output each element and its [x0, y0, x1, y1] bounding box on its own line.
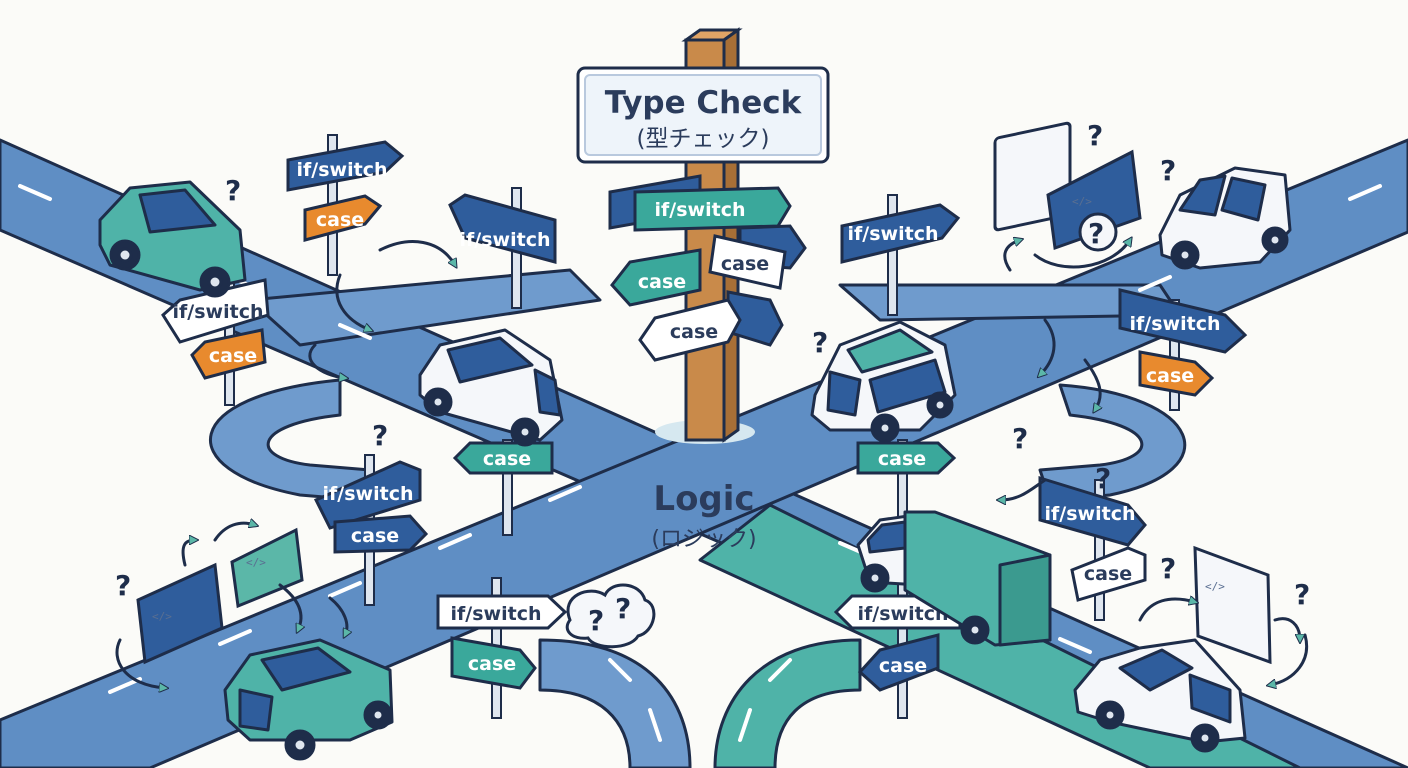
car-bottom-right	[1073, 638, 1247, 753]
signpost-center-right-case: case	[856, 439, 957, 536]
type-check-title: Type Check	[605, 85, 803, 121]
signpost-upper-center-left: if/switch	[448, 187, 557, 309]
question-mark-3: ?	[1160, 154, 1176, 187]
main-if-switch-sign	[633, 186, 792, 232]
ll-case-label: case	[351, 525, 399, 547]
cr-case-label: case	[878, 448, 926, 470]
car-center-left	[418, 328, 564, 447]
question-mark-6: ?	[1012, 422, 1028, 455]
flow-arrows	[115, 240, 1308, 688]
question-mark-1: ?	[225, 174, 241, 207]
signpost-lower-right: if/switch case	[1038, 475, 1147, 621]
ucl-if-switch-label: if/switch	[460, 229, 551, 251]
code-glyph-br: </>	[1205, 580, 1225, 593]
code-panel-left-blue: </>	[136, 562, 224, 665]
main-post-arrow-signs: if/switch case case case	[608, 174, 807, 362]
thought-cloud: ? ?	[565, 583, 656, 649]
fr-if-switch-label: if/switch	[1130, 313, 1221, 335]
signpost-far-right: if/switch case	[1118, 288, 1248, 411]
question-mark-2: ?	[1087, 119, 1103, 152]
ll-if-switch-label: if/switch	[323, 483, 414, 505]
question-mark-5: ?	[372, 419, 388, 452]
signpost-left: if/switch case	[161, 278, 270, 406]
lcr-if-switch-label: if/switch	[858, 603, 949, 625]
thought-question-1: ?	[588, 604, 604, 637]
road-loop-left	[208, 378, 372, 502]
car-bottom-left	[223, 638, 394, 761]
signpost-top-left: if/switch case	[286, 134, 405, 276]
main-case-sign-lower	[638, 298, 742, 362]
signpost-lower-left: if/switch case	[313, 454, 429, 606]
code-glyph-tr: </>	[1072, 195, 1092, 208]
road-curve-blue	[538, 638, 692, 768]
lcr-case-label: case	[879, 655, 927, 677]
main-if-switch-label: if/switch	[655, 199, 746, 221]
lcl-if-switch-label: if/switch	[451, 603, 542, 625]
fr-case-label: case	[1146, 365, 1194, 387]
signpost-lower-center-left: if/switch case	[436, 577, 568, 719]
code-glyph-left-teal: </>	[246, 556, 266, 569]
question-mark-9: ?	[1160, 552, 1176, 585]
question-mark-10: ?	[1294, 578, 1310, 611]
question-marks: ? ? ? ? ? ? ? ? ? ?	[115, 119, 1310, 611]
car-center-right	[810, 320, 957, 443]
main-case-label-lower: case	[670, 321, 718, 343]
lr-if-switch-label: if/switch	[1045, 503, 1136, 525]
logic-label: Logic (ロジック)	[651, 479, 756, 552]
left-case-label: case	[209, 345, 257, 367]
left-if-switch-label: if/switch	[173, 301, 264, 323]
main-case-label-teal: case	[638, 271, 686, 293]
logic-title: Logic	[653, 479, 754, 519]
type-check-sign: Type Check (型チェック)	[576, 66, 830, 164]
ur-if-switch-label: if/switch	[848, 223, 939, 245]
truck-center-right	[856, 510, 1052, 647]
main-case-sign-white	[708, 234, 787, 290]
code-panel-top-right-front: </>	[1046, 149, 1142, 251]
signpost-center-left-case: case	[452, 439, 554, 536]
lr-case-label: case	[1084, 563, 1132, 585]
question-mark-4: ?	[812, 326, 828, 359]
code-panel-bottom-right: </>	[1193, 545, 1272, 665]
question-mark-7: ?	[1095, 462, 1111, 495]
car-top-left	[98, 180, 247, 298]
main-case-sign-teal	[610, 248, 702, 307]
signpost-upper-right: if/switch	[840, 194, 961, 316]
road-curve-teal	[713, 638, 862, 768]
cl-case-label: case	[483, 448, 531, 470]
main-case-label-white: case	[721, 253, 769, 275]
tl-case-label: case	[316, 209, 364, 231]
code-glyph-left: </>	[152, 610, 172, 623]
tl-if-switch-label: if/switch	[297, 159, 388, 181]
road-loop-right	[1038, 383, 1187, 502]
logic-subtitle: (ロジック)	[651, 527, 756, 552]
speech-bubble-question: ?	[1078, 212, 1118, 252]
thought-question-2: ?	[615, 592, 631, 625]
bubble-question: ?	[1088, 217, 1104, 250]
type-check-subtitle: (型チェック)	[637, 126, 770, 152]
lcl-case-label: case	[468, 653, 516, 675]
question-mark-8: ?	[115, 569, 131, 602]
van-top-right	[1158, 166, 1292, 270]
